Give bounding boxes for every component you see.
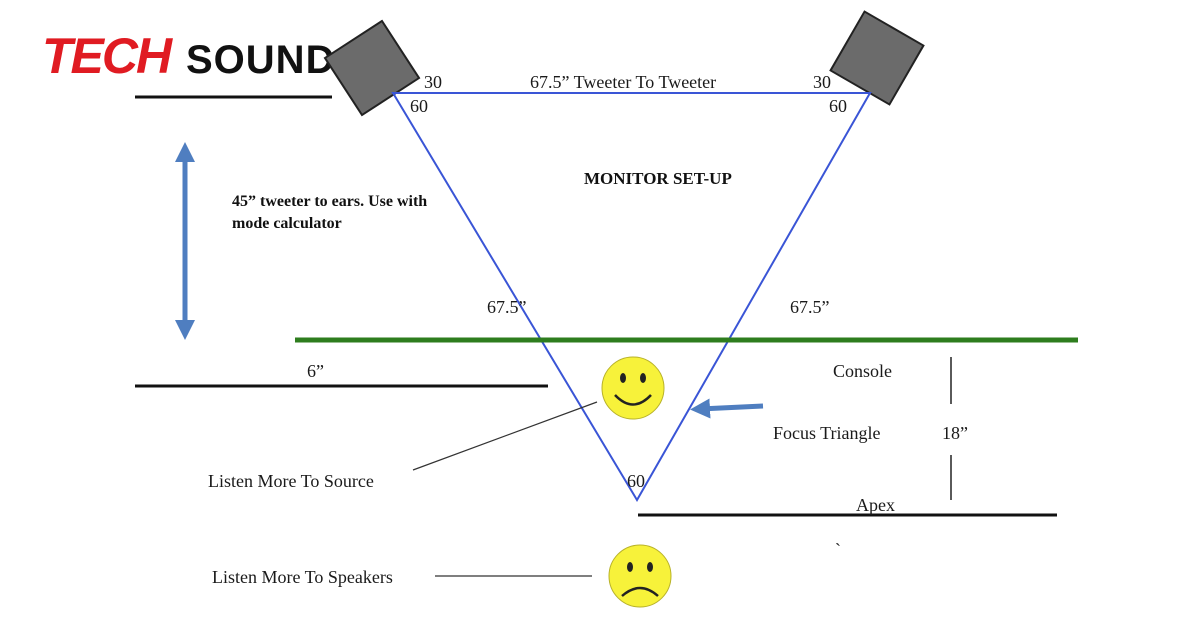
stray-mark: ` <box>835 540 841 560</box>
right-top-outer-angle: 30 <box>813 72 831 92</box>
diagram-title: MONITOR SET-UP <box>584 169 732 188</box>
sad-face <box>608 544 672 608</box>
logo-tech-text: TECH <box>42 28 173 84</box>
listening-triangle <box>391 92 872 502</box>
listen-speakers-label: Listen More To Speakers <box>212 567 393 587</box>
focus-triangle-arrow <box>690 398 764 419</box>
right-side-length: 67.5” <box>790 297 830 317</box>
ear-note-line1: 45” tweeter to ears. Use with <box>232 193 427 210</box>
happy-face <box>601 356 665 420</box>
right-top-inner-angle: 60 <box>829 96 847 116</box>
left-top-inner-angle: 60 <box>410 96 428 116</box>
apex-label: Apex <box>856 495 895 515</box>
tweeter-distance-label: 67.5” Tweeter To Tweeter <box>530 72 716 92</box>
left-speaker <box>323 19 421 117</box>
right-speaker <box>829 10 925 106</box>
console-label: Console <box>833 361 892 381</box>
techsound-logo: TECH SOUND <box>42 28 335 84</box>
listen-source-label: Listen More To Source <box>208 471 374 491</box>
ear-note-line2: mode calculator <box>232 215 342 232</box>
left-top-outer-angle: 30 <box>424 72 442 92</box>
source-leader-line <box>412 401 598 471</box>
logo-sound-text: SOUND <box>186 38 335 82</box>
focus-triangle-label: Focus Triangle <box>773 423 881 443</box>
offset-label: 6” <box>307 361 324 381</box>
left-side-length: 67.5” <box>487 297 527 317</box>
apex-angle: 60 <box>627 471 645 491</box>
distance-18-label: 18” <box>942 423 968 443</box>
